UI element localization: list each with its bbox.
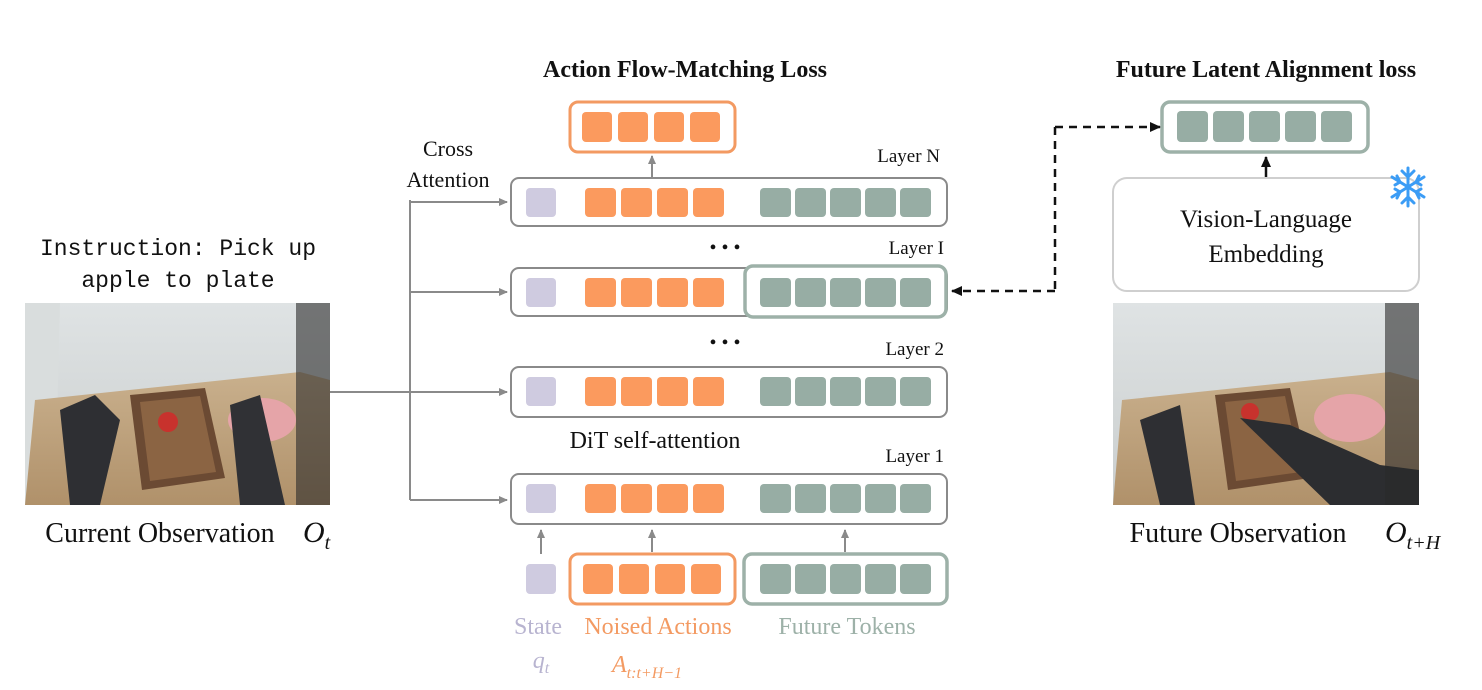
output-action-box: [568, 100, 737, 154]
instruction-text-2: apple to plate: [81, 268, 274, 294]
layer-i-label: Layer I: [889, 238, 944, 259]
state-token: [526, 564, 556, 594]
future-loss-title: Future Latent Alignment loss: [1116, 57, 1416, 83]
ellipsis-upper: • • •: [709, 237, 740, 259]
current-observation-label: Current Observation: [45, 518, 274, 549]
current-observation-symbol: Ot: [303, 516, 331, 554]
instruction-text: Instruction: Pick up: [40, 236, 316, 262]
future-observation-image: [1113, 303, 1419, 505]
dit-label: DiT self-attention: [570, 428, 741, 454]
state-symbol: qt: [533, 648, 550, 677]
vision-language-embedding-box: [1112, 177, 1420, 292]
layer-i: [510, 264, 948, 319]
layer-1-label: Layer 1: [885, 446, 944, 467]
vision-language-label-2: Embedding: [1208, 241, 1324, 268]
layer-2: [510, 366, 948, 418]
noised-actions-box: [568, 552, 737, 606]
future-input-tokens: [760, 564, 931, 594]
layer-2-label: Layer 2: [885, 339, 944, 360]
snowflake-icon: [1390, 166, 1426, 208]
noised-actions-label: Noised Actions: [584, 614, 731, 640]
future-observation-symbol: Ot+H: [1385, 516, 1442, 554]
future-tokens-label: Future Tokens: [778, 614, 915, 640]
output-action-tokens: [582, 112, 720, 142]
cross-attention-label: Cross: [423, 136, 473, 161]
actions-symbol: At:t+H−1: [610, 652, 682, 682]
current-observation-image: [25, 303, 330, 505]
noised-action-tokens: [583, 564, 721, 594]
layer-1: [510, 473, 948, 525]
cross-attention-label-2: Attention: [406, 167, 489, 192]
state-label: State: [514, 614, 562, 640]
layer-n-label: Layer N: [877, 146, 940, 167]
action-loss-title: Action Flow-Matching Loss: [543, 57, 827, 83]
future-tokens-box: [742, 552, 949, 606]
ellipsis-lower: • • •: [709, 332, 740, 354]
layer-n: [510, 177, 948, 227]
future-observation-label: Future Observation: [1130, 518, 1347, 549]
future-latent-tokens: [1177, 111, 1352, 142]
alignment-connector: [960, 125, 1155, 293]
vision-language-label: Vision-Language: [1180, 206, 1352, 233]
cross-attention-connectors: [330, 200, 411, 500]
future-latent-box: [1160, 100, 1370, 154]
